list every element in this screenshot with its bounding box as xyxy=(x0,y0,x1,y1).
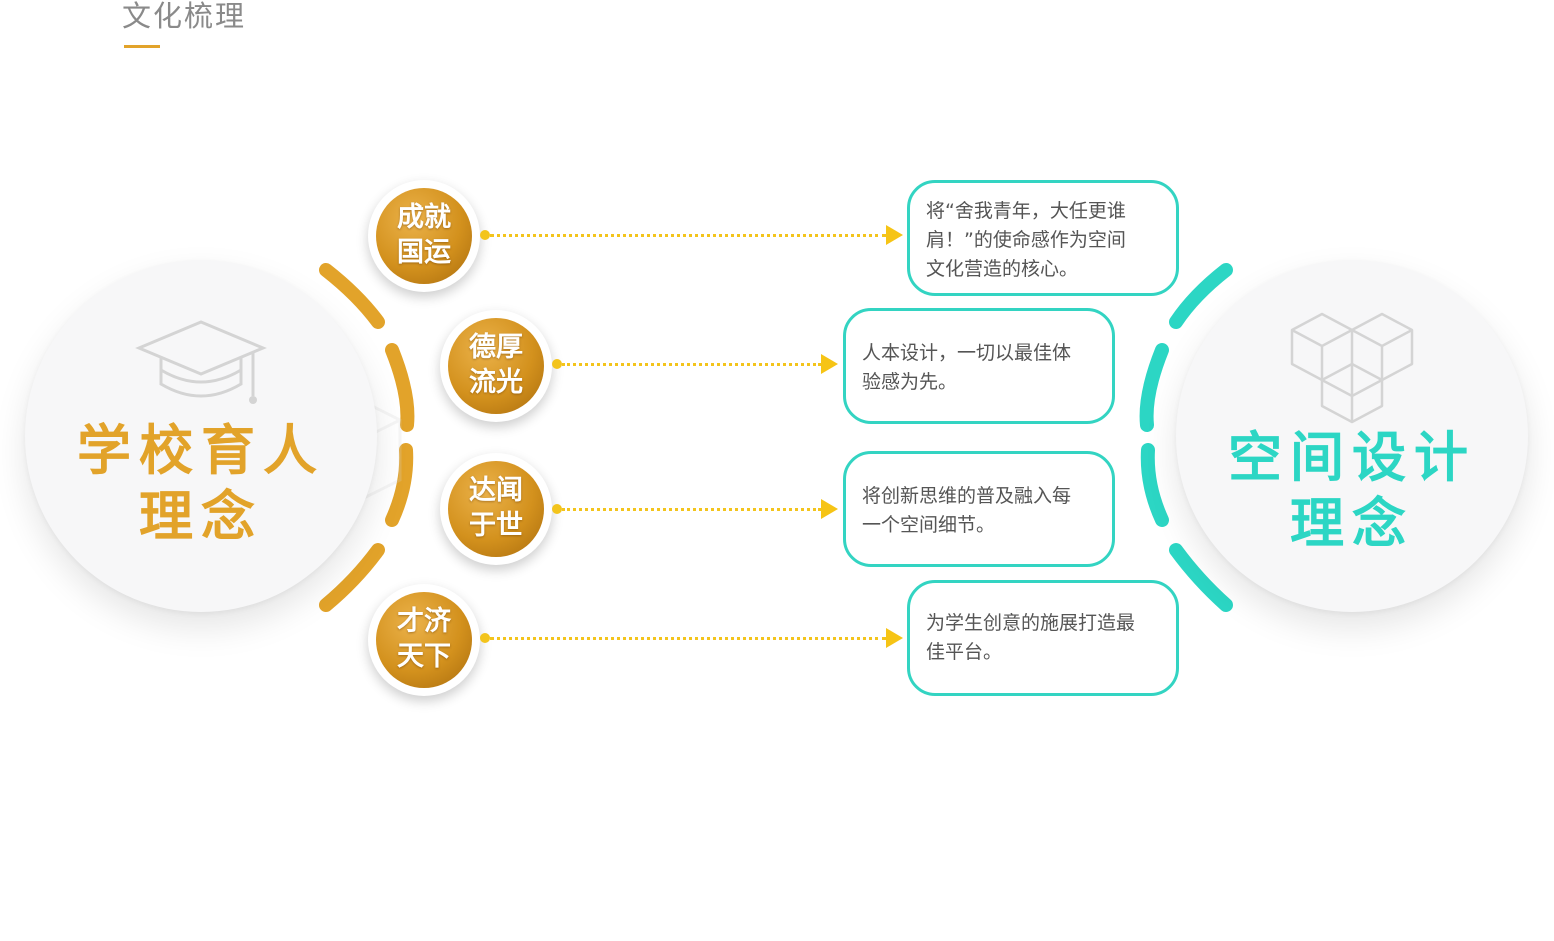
left-arc-segment xyxy=(319,543,385,612)
dotted-connector xyxy=(562,363,821,366)
pillar-badge: 德厚 流光 xyxy=(440,310,552,422)
school-philosophy-circle: 学校育人 理念 xyxy=(25,260,377,612)
right-concept-line2: 理念 xyxy=(1290,492,1414,555)
desc-line: 人本设计，一切以最佳体 xyxy=(862,342,1072,364)
arrow-head-icon xyxy=(821,499,838,519)
left-arc-segment xyxy=(385,343,415,432)
left-concept-line2: 理念 xyxy=(139,485,263,548)
space-design-circle: 空间设计 理念 xyxy=(1176,260,1528,612)
pillar-line2: 天下 xyxy=(397,641,451,672)
pillar-description: 将创新思维的普及融入每 一个空间细节。 xyxy=(843,451,1115,567)
arrow-head-icon xyxy=(886,628,903,648)
pillar-line2: 流光 xyxy=(469,367,523,398)
pillar-description: 将“舍我青年，大任更谁 肩！”的使命感作为空间 文化营造的核心。 xyxy=(907,180,1179,296)
cubes-icon xyxy=(1290,312,1414,424)
page-title: 文化梳理 xyxy=(122,0,247,33)
desc-line: 为学生创意的施展打造最 xyxy=(926,612,1136,634)
arrow-head-icon xyxy=(886,225,903,245)
right-arc-segment xyxy=(1139,343,1169,432)
right-arc-segment xyxy=(1169,543,1233,612)
right-arc-segment xyxy=(1140,443,1169,527)
pillar-badge: 成就 国运 xyxy=(368,180,480,292)
pillar-badge: 才济 天下 xyxy=(368,584,480,696)
right-arc-segment xyxy=(1169,263,1233,329)
dotted-connector xyxy=(562,508,821,511)
pillar-description: 人本设计，一切以最佳体 验感为先。 xyxy=(843,308,1115,424)
pillar-line2: 于世 xyxy=(469,510,523,541)
pillar-line1: 达闻 xyxy=(469,475,523,506)
graduation-cap-icon xyxy=(135,320,267,404)
pillar-line1: 成就 xyxy=(397,202,451,233)
left-concept-line1: 学校育人 xyxy=(77,419,325,482)
desc-line: 一个空间细节。 xyxy=(862,514,996,536)
dotted-connector xyxy=(490,637,886,640)
desc-line: 验感为先。 xyxy=(862,371,958,393)
pillar-badge: 达闻 于世 xyxy=(440,453,552,565)
desc-line: 佳平台。 xyxy=(926,641,1003,663)
connector-start-dot xyxy=(480,230,490,240)
connector-start-dot xyxy=(552,359,562,369)
title-underline xyxy=(124,45,160,48)
right-concept-line1: 空间设计 xyxy=(1228,426,1476,489)
connector-start-dot xyxy=(552,504,562,514)
arrow-head-icon xyxy=(821,354,838,374)
pillar-line1: 德厚 xyxy=(469,332,523,363)
desc-line: 文化营造的核心。 xyxy=(926,258,1079,280)
pillar-line1: 才济 xyxy=(397,606,451,637)
pillar-line2: 国运 xyxy=(397,237,451,268)
desc-line: 将创新思维的普及融入每 xyxy=(862,485,1072,507)
desc-line: 肩！”的使命感作为空间 xyxy=(926,229,1126,251)
left-arc-segment xyxy=(319,263,385,329)
dotted-connector xyxy=(490,234,886,237)
pillar-description: 为学生创意的施展打造最 佳平台。 xyxy=(907,580,1179,696)
connector-start-dot xyxy=(480,633,490,643)
left-arc-segment xyxy=(385,443,414,527)
desc-line: 将“舍我青年，大任更谁 xyxy=(926,200,1126,222)
